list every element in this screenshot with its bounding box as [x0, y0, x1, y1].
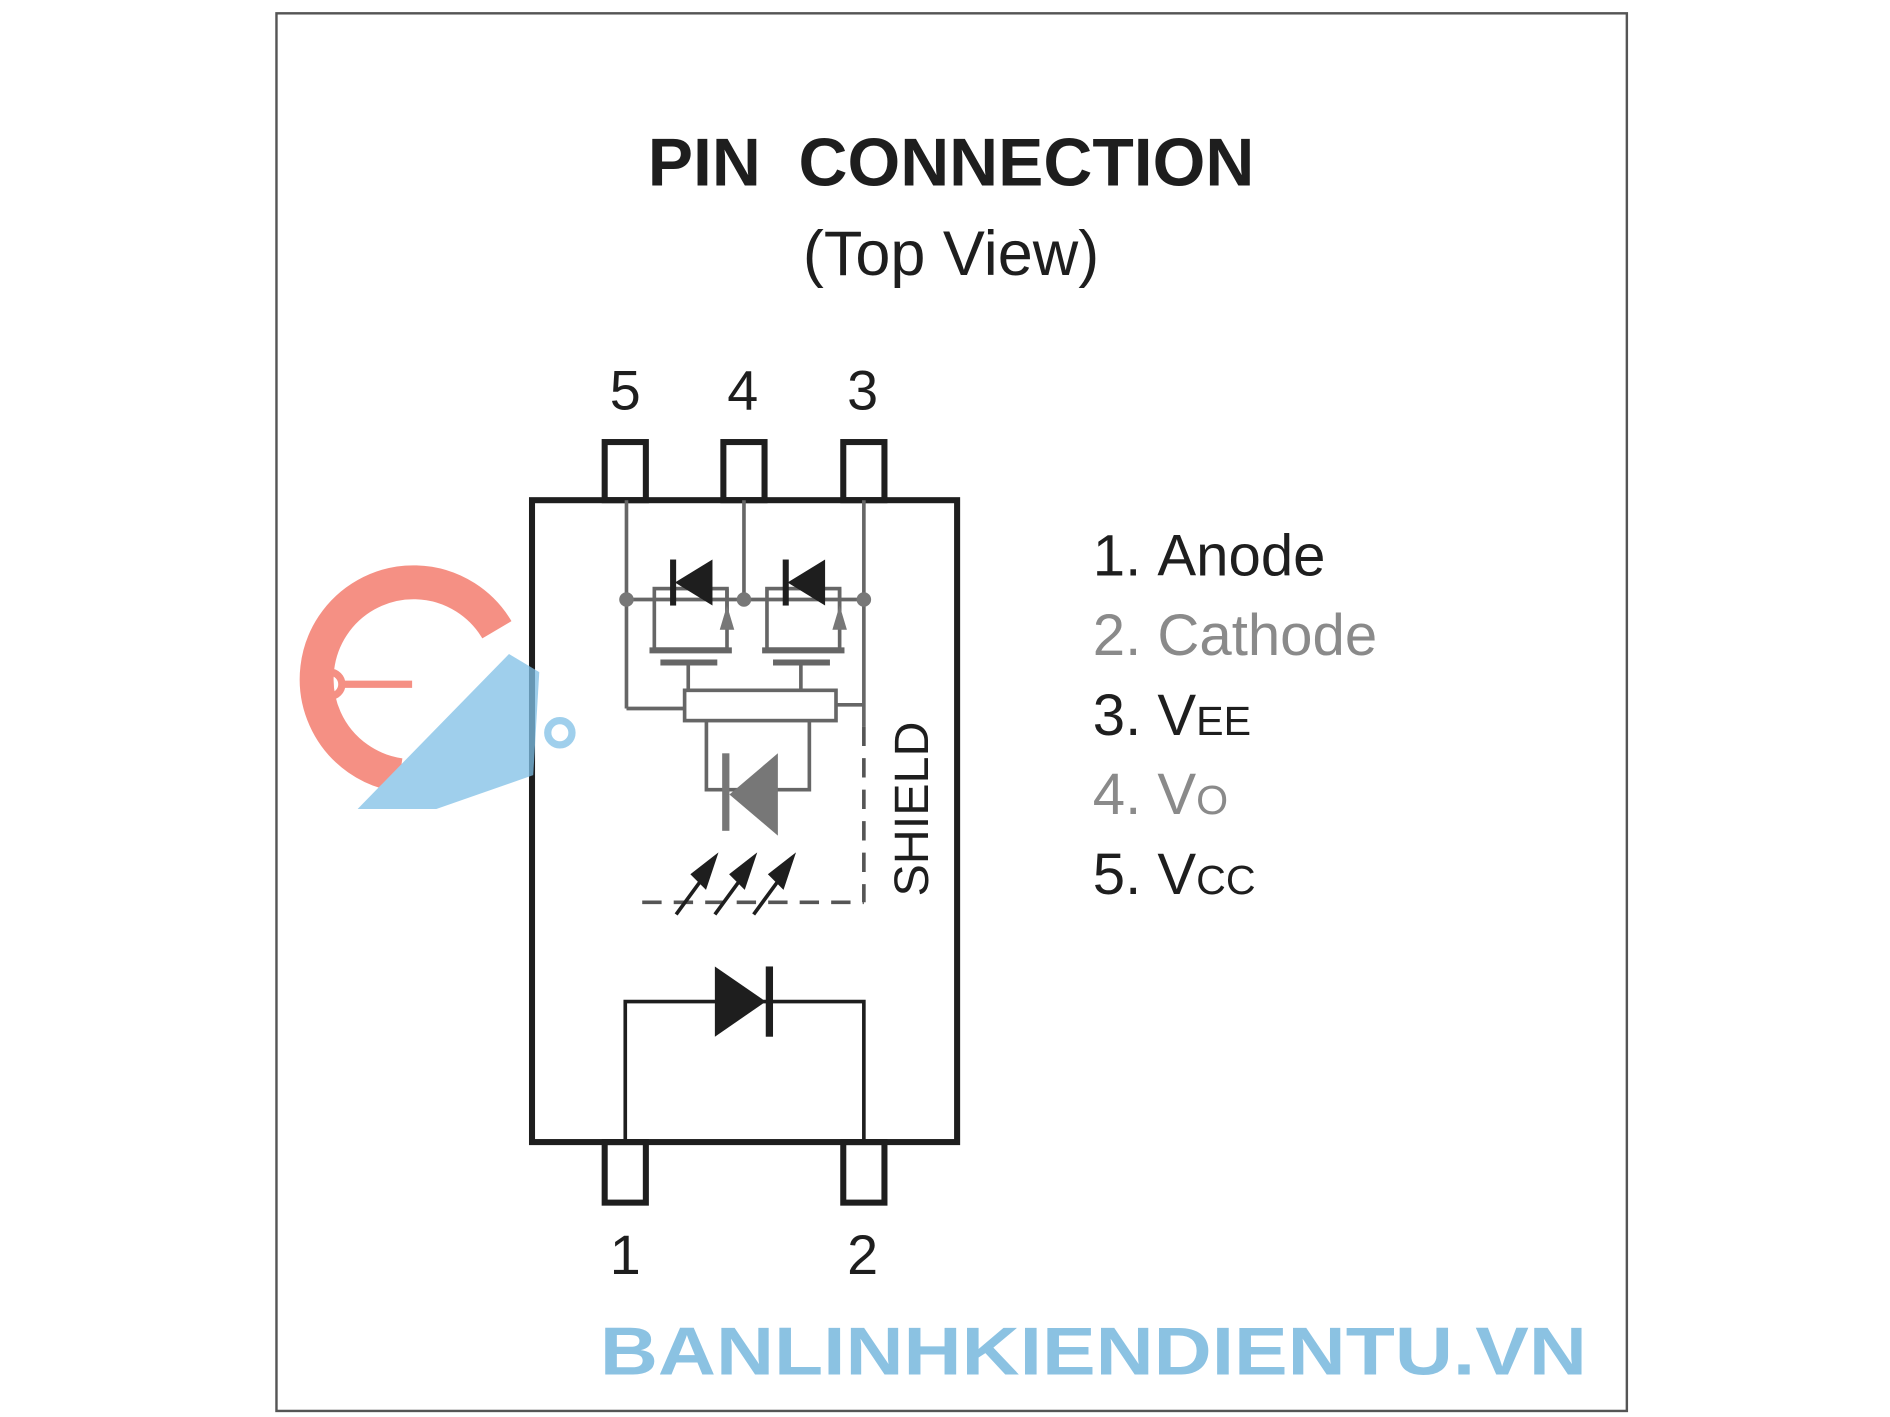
pin-item-5: 5. VCC: [1093, 842, 1256, 907]
junction-dots: [619, 592, 872, 607]
led-wiring: [623, 999, 866, 1143]
output-stage: [624, 500, 866, 792]
light-arrows-icon: [674, 852, 797, 916]
diagram-subtitle: (Top View): [803, 219, 1099, 289]
shield-dashed-line: [642, 726, 866, 905]
diagram-title: PIN CONNECTION: [648, 125, 1255, 200]
pin-list: 1. Anode 2. Cathode 3. VEE 4. VO 5. VCC: [1093, 523, 1377, 907]
led-diode-icon: [714, 966, 774, 1037]
pin-number-1: 1: [610, 1224, 641, 1286]
pin-item-4: 4. VO: [1093, 762, 1228, 827]
pin-number-2: 2: [847, 1224, 878, 1286]
pin-item-1: 1. Anode: [1093, 523, 1326, 588]
pin-number-4: 4: [727, 359, 758, 421]
frame-border: [275, 12, 1629, 1413]
zener-diode-icons: [670, 559, 847, 630]
watermark-text: BANLINHKIENDIENTU.VN: [600, 1315, 1587, 1390]
watermark-logo: [299, 565, 576, 810]
pin-item-2: 2. Cathode: [1093, 603, 1377, 668]
shield-label: SHIELD: [885, 722, 939, 897]
pin-item-3: 3. VEE: [1093, 683, 1251, 748]
photodiode-icon: [722, 753, 778, 836]
pin-number-3: 3: [847, 359, 878, 421]
pin-legs: [601, 439, 888, 1206]
pin-number-5: 5: [610, 359, 641, 421]
